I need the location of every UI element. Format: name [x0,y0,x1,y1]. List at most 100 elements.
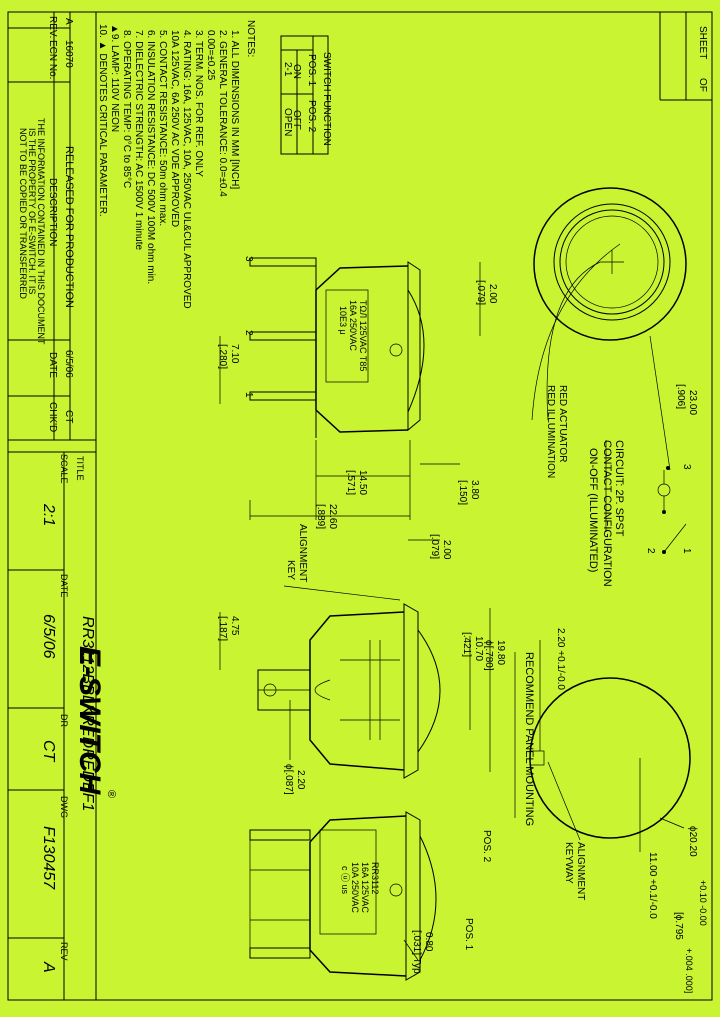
note-8: 8. OPERATING TEMP: 0°C to 85°C [121,30,132,188]
dim-150: [.150] [457,480,468,505]
side-print-2: 16A 125VAC [360,862,370,913]
confidential-line-1: THE INFORMATION CONTAINED IN THIS DOCUME… [36,118,46,345]
side-print-1: RR3112 [370,862,380,894]
revision-block: REV. ECN No. DESCRIPTION DATE CHK'D A 16… [8,12,96,441]
dim-795: [ϕ.795 [673,912,684,940]
note-1: 1. ALL DIMENSIONS IN MM [INCH] [229,30,240,189]
e-switch-logo: E-SWITCH [73,646,106,796]
dim-2-20: 2.20 [295,770,306,790]
dim-795-tol: +.004 .000] [684,948,694,993]
dome-cap [417,629,441,753]
front-view: RED ACTUATOR RED ILLUMINATION 23.00 [.90… [531,187,698,478]
on-off-label: ON-OFF (ILLUMINATED) [587,448,599,572]
dim-280: [.280] [217,344,228,369]
registered-mark: ® [105,790,117,798]
dim-087: ϕ[.087] [283,764,294,795]
sheet-corner-box: SHEET OF [659,12,712,101]
front-print-2: 16A 250VAC [348,300,358,351]
dim-421: [.421] [461,632,472,657]
panel-mounting-view: RECOMMEND PANEL MOUNTING 2.20 +0.1/-0.0 … [514,628,708,993]
bezel-inner [553,203,671,321]
chkd-header: CHK'D [47,402,58,432]
note-2: 2. GENERAL TOLERANCE: 0.0=±0.4 [217,30,228,197]
red-illumination-label: RED ILLUMINATION [545,385,556,478]
panel-keyway [529,750,545,766]
dim-0-80: 0.80 [423,932,434,952]
note-9: ▲9. LAMP: 110V NEON [109,24,120,132]
front-print-3: 10E3 μ [338,306,348,335]
dim-889: [.889] [315,504,326,529]
confidential-line-3: NOT TO BE COPIED OR TRANSFERRED [18,128,28,299]
dim-187: [.187] [217,616,228,641]
dim-2-00-b: 2.00 [441,540,452,560]
pos2-label: POS. 2 [481,830,492,863]
switch-body-2 [309,815,407,977]
lamp-window [389,343,403,357]
dim-20-20: ϕ20.20 [687,826,698,857]
note-6: 6. INSULATION RESISTANCE: DC 500V 100M o… [145,30,156,284]
note-10: 10. ▲ DENOTES CRITICAL PARAMETER. [97,24,108,217]
housing [309,611,405,771]
drawn-by-value: CT [40,740,57,763]
circuit-term-2: 2 [645,548,656,554]
side-view-key: ALIGNMENT KEY 4.75 [.187] 10.70 [.421] 1… [217,524,506,795]
terminal-3 [249,257,317,267]
circuit-term-3: 3 [681,464,692,470]
rev-label: REV [59,942,69,961]
dim-780: ϕ[.780] [483,640,494,671]
dim-19-80: 19.80 [495,640,506,665]
confidential-line-2: IS THE PROPERTY OF E-SWITCH. IT IS [27,128,37,294]
lamp-window-2 [389,883,403,897]
switch-table-cell: 2-1 [282,62,293,77]
side-view-upper: ТΩЛ 125VAC T85 16A 250VAC 10E3 μ 3 2 1 7… [217,256,498,560]
of-label: OF [697,78,708,92]
description-header: DESCRIPTION [47,178,58,246]
contact-config-label: CONTACT CONFIGURATION [601,440,613,587]
terminal-lower [249,947,311,959]
title-label: TITLE [75,456,85,481]
panel-mounting-label: RECOMMEND PANEL MOUNTING [523,652,535,826]
part-number: RR3112BBLKREDREDEF1 [79,616,96,811]
terminal-upper [249,829,311,841]
switch-table-cell: ON [291,64,302,79]
ecn-value: 16070 [63,40,74,68]
panel-cutout [529,677,691,839]
terminal-label-1: 1 [243,392,254,398]
alignment-key-label: ALIGNMENT [297,524,308,582]
note-7: 7. DIELECTRIC STRENGTH: AC 1500V 1 minut… [133,30,144,251]
rocker-cap [407,289,425,413]
red-actuator-label: RED ACTUATOR [557,385,568,462]
title-block: TITLE SCALE DATE DR DWG REV 2:1 6/5/06 C… [8,12,117,1000]
dim-20-20-tol: +0.10 -0.00 [698,880,708,926]
bezel-flange-3 [405,811,421,981]
terminal-label-3: 3 [243,256,254,262]
date-value: 6/5/06 [63,350,74,378]
terminal-label-2: 2 [243,330,254,336]
side-view-lower: POS. 2 POS. 1 RR3112 16A 125VAC 10A 250V… [249,811,492,981]
date-header: DATE [47,352,58,378]
bezel-flange [407,261,421,432]
terminal-1 [249,391,317,401]
switch-blade [663,523,687,553]
terminal-dot [666,466,670,470]
side-print-3: 10A 250VAC [350,862,360,913]
rev-header: REV. [47,16,58,38]
actuator-lens-inner [565,215,659,309]
dr-label: DR [59,714,69,727]
note-2b: 0.00=±0.25 [205,30,216,81]
pos1-label: POS. 1 [463,918,474,951]
switch-table-cell: OFF [291,110,302,130]
alignment-key-label-2: KEY [285,560,296,580]
circuit-label: CIRCUIT: 2P. SPST [613,440,625,537]
note-3: 3. TERM. NOS. FOR REF. ONLY [193,30,204,177]
dim-14-50: 14.50 [357,470,368,495]
actuator-lens [559,209,665,315]
d23-leader [649,335,671,471]
description-value: RELEASED FOR PRODUCTION [63,146,75,308]
circuit-term-1: 1 [681,548,692,554]
scale-label: SCALE [59,454,69,484]
ecn-header: ECN No. [47,40,58,79]
dim-079-b: [.079] [429,534,440,559]
